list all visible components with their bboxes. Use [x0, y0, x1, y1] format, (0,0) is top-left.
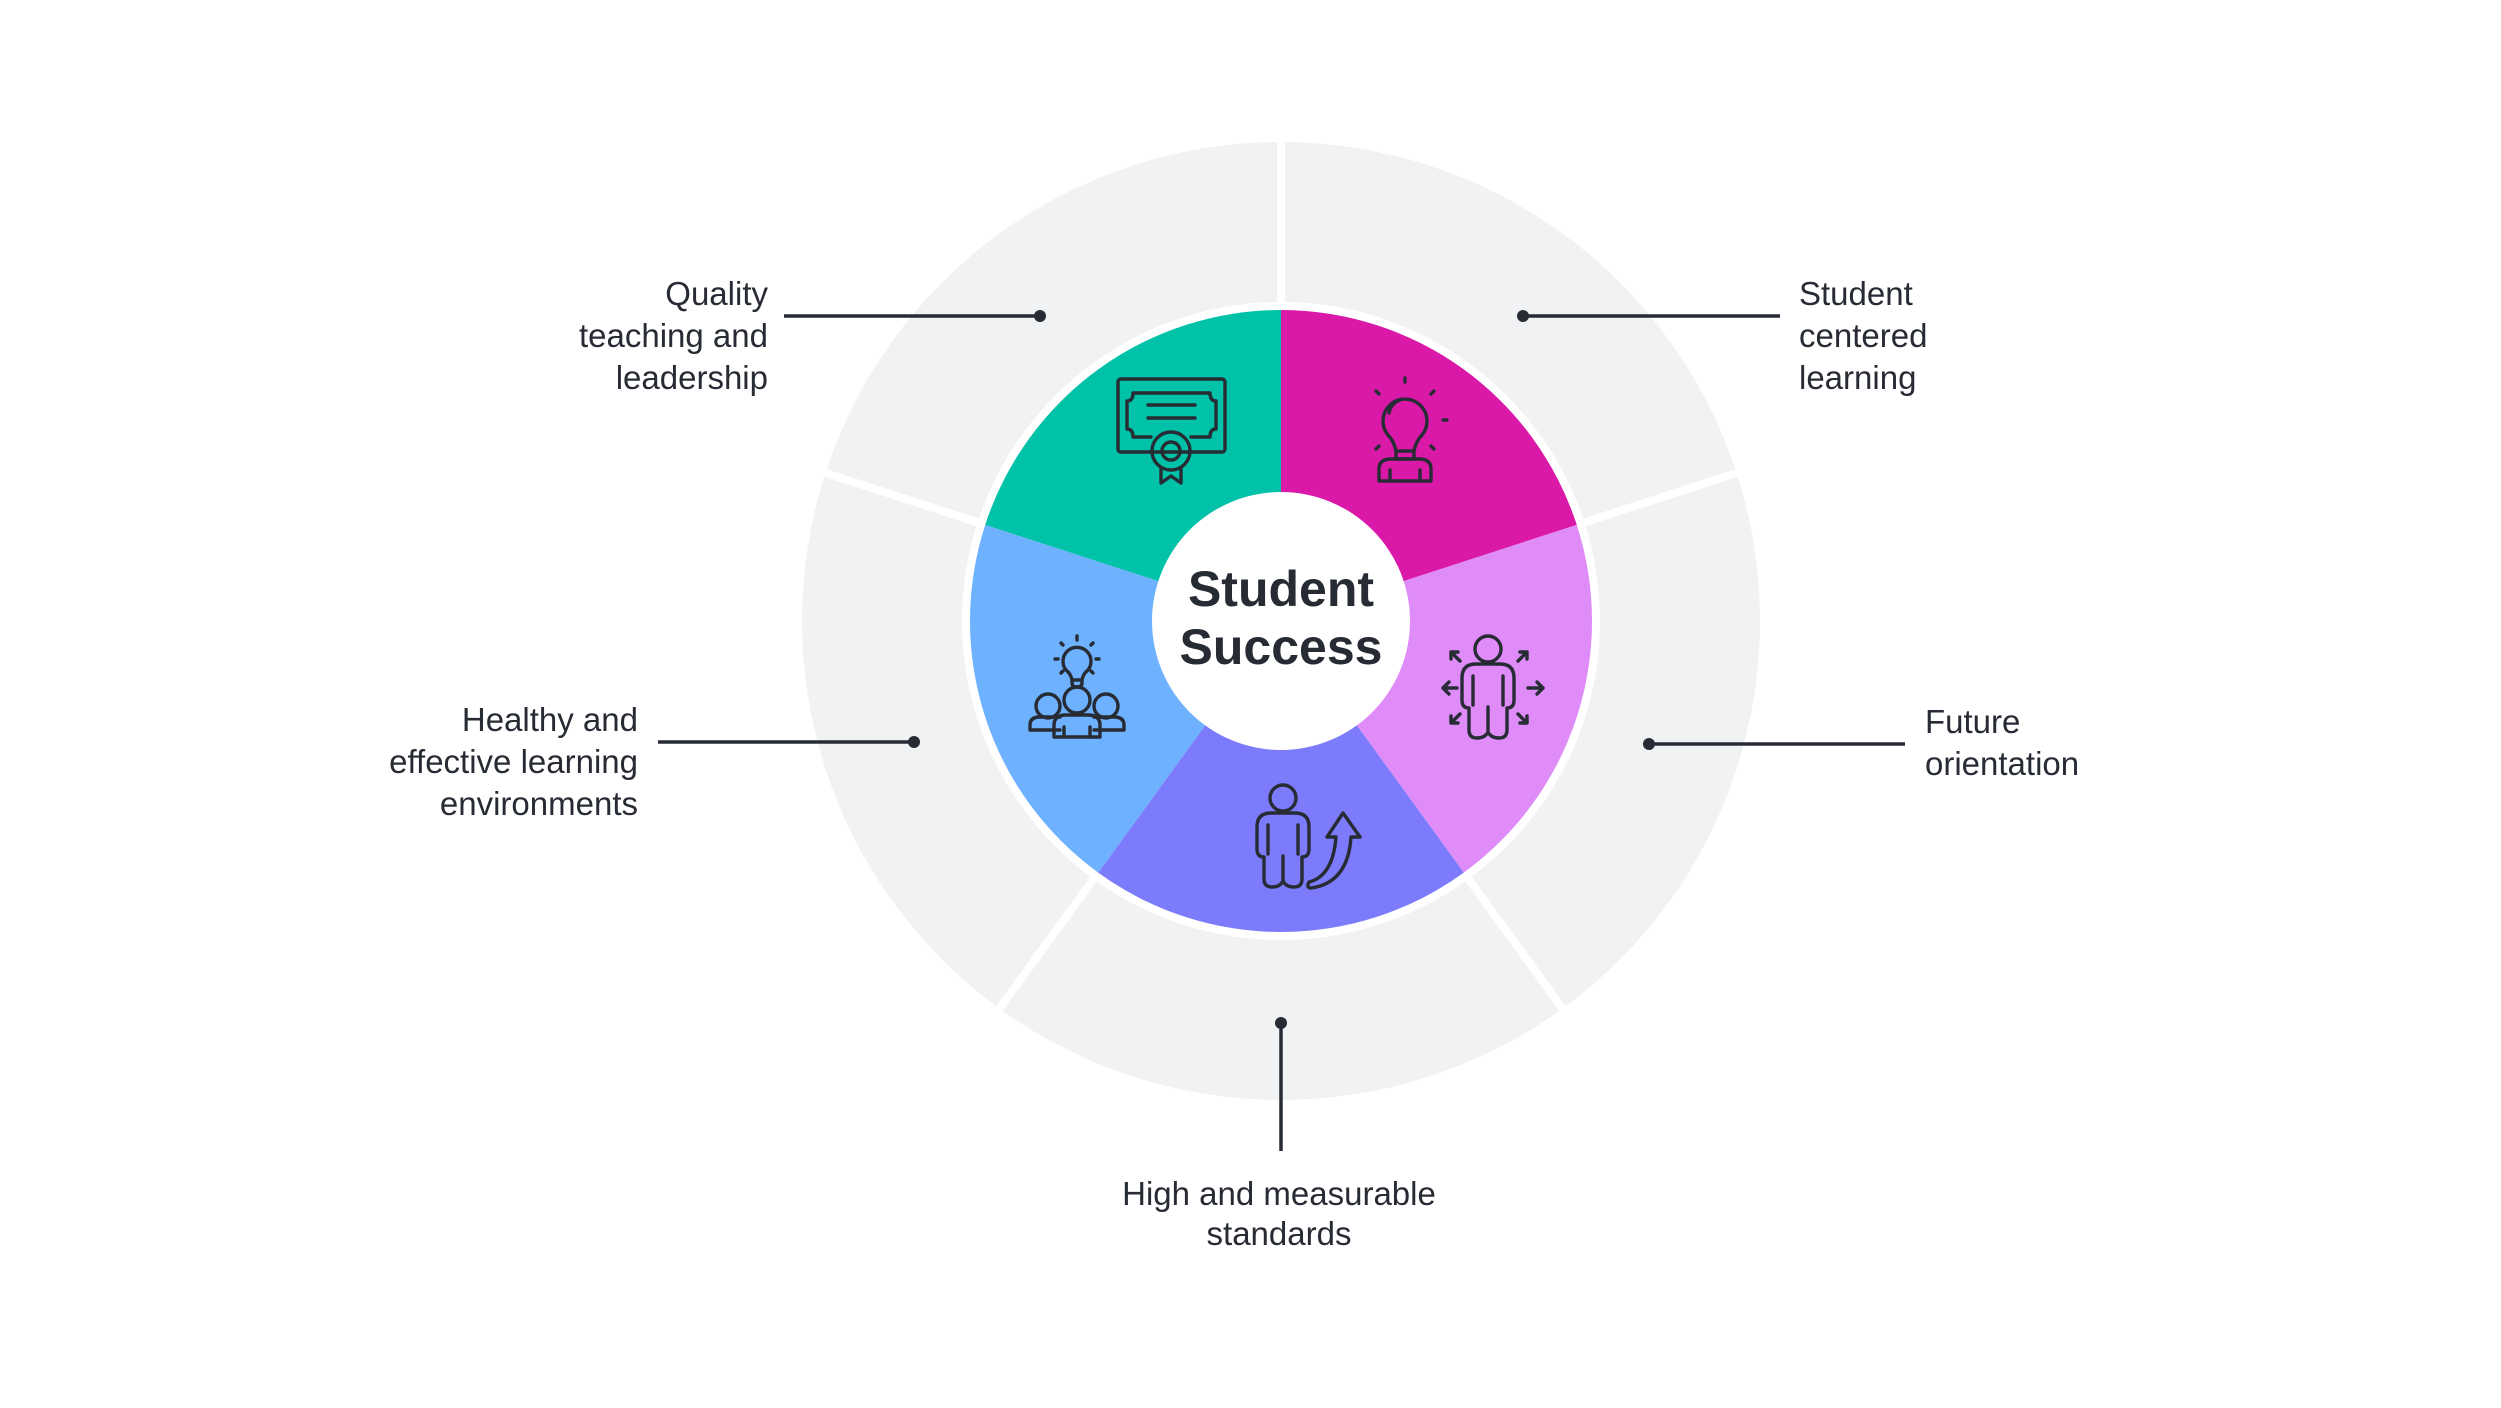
outer-segment-future-orientation [1471, 476, 1760, 1007]
label-line: leadership [616, 359, 768, 396]
outer-segment-high-and-measurable-standards [1002, 881, 1560, 1101]
outer-segment-quality-teaching-and-leadership [826, 142, 1278, 519]
label-line: High and measurable [1122, 1175, 1436, 1212]
label-line: effective learning [389, 743, 638, 780]
center-circle [1152, 492, 1410, 750]
label-line: teaching and [579, 317, 768, 354]
label-line: centered [1799, 317, 1927, 354]
outer-segment-healthy-and-effective-learning-environments [802, 476, 1091, 1007]
segment-student-centered-learning [1281, 310, 1577, 582]
label-line: Student [1799, 275, 1913, 312]
center-title-line1: Student [1188, 561, 1374, 617]
person-growth-arrow-icon [1255, 783, 1362, 890]
label-line: environments [440, 785, 638, 822]
label-line: orientation [1925, 745, 2079, 782]
leader-dot [1034, 310, 1046, 322]
label-line: Quality [665, 275, 768, 312]
label-future-orientation: Future orientation [1643, 703, 2079, 782]
leader-dot [1643, 738, 1655, 750]
label-quality-teaching-and-leadership: Quality teaching and leadership [579, 275, 1046, 396]
label-line: Healthy and [462, 701, 638, 738]
outer-segment-student-centered-learning [1284, 142, 1736, 519]
center-title-line2: Success [1180, 619, 1383, 675]
leader-dot [908, 736, 920, 748]
label-line: Future [1925, 703, 2020, 740]
lightbulb-person-icon [1374, 376, 1449, 483]
certificate-icon [1116, 377, 1227, 485]
segment-high-and-measurable-standards [1098, 723, 1464, 933]
leader-dot [1275, 1017, 1287, 1029]
label-line: standards [1207, 1215, 1352, 1252]
label-high-and-measurable-standards: High and measurable standards [1122, 1017, 1436, 1252]
label-line: learning [1799, 359, 1916, 396]
person-expanding-arrows-icon [1441, 634, 1545, 740]
segment-healthy-and-effective-learning-environments [970, 524, 1207, 873]
leader-dot [1517, 310, 1529, 322]
label-student-centered-learning: Student centered learning [1517, 275, 1927, 396]
group-idea-icon [1028, 634, 1126, 739]
label-healthy-and-effective-learning-environments: Healthy and effective learning environme… [389, 701, 920, 822]
outer-ring [802, 142, 1760, 1101]
